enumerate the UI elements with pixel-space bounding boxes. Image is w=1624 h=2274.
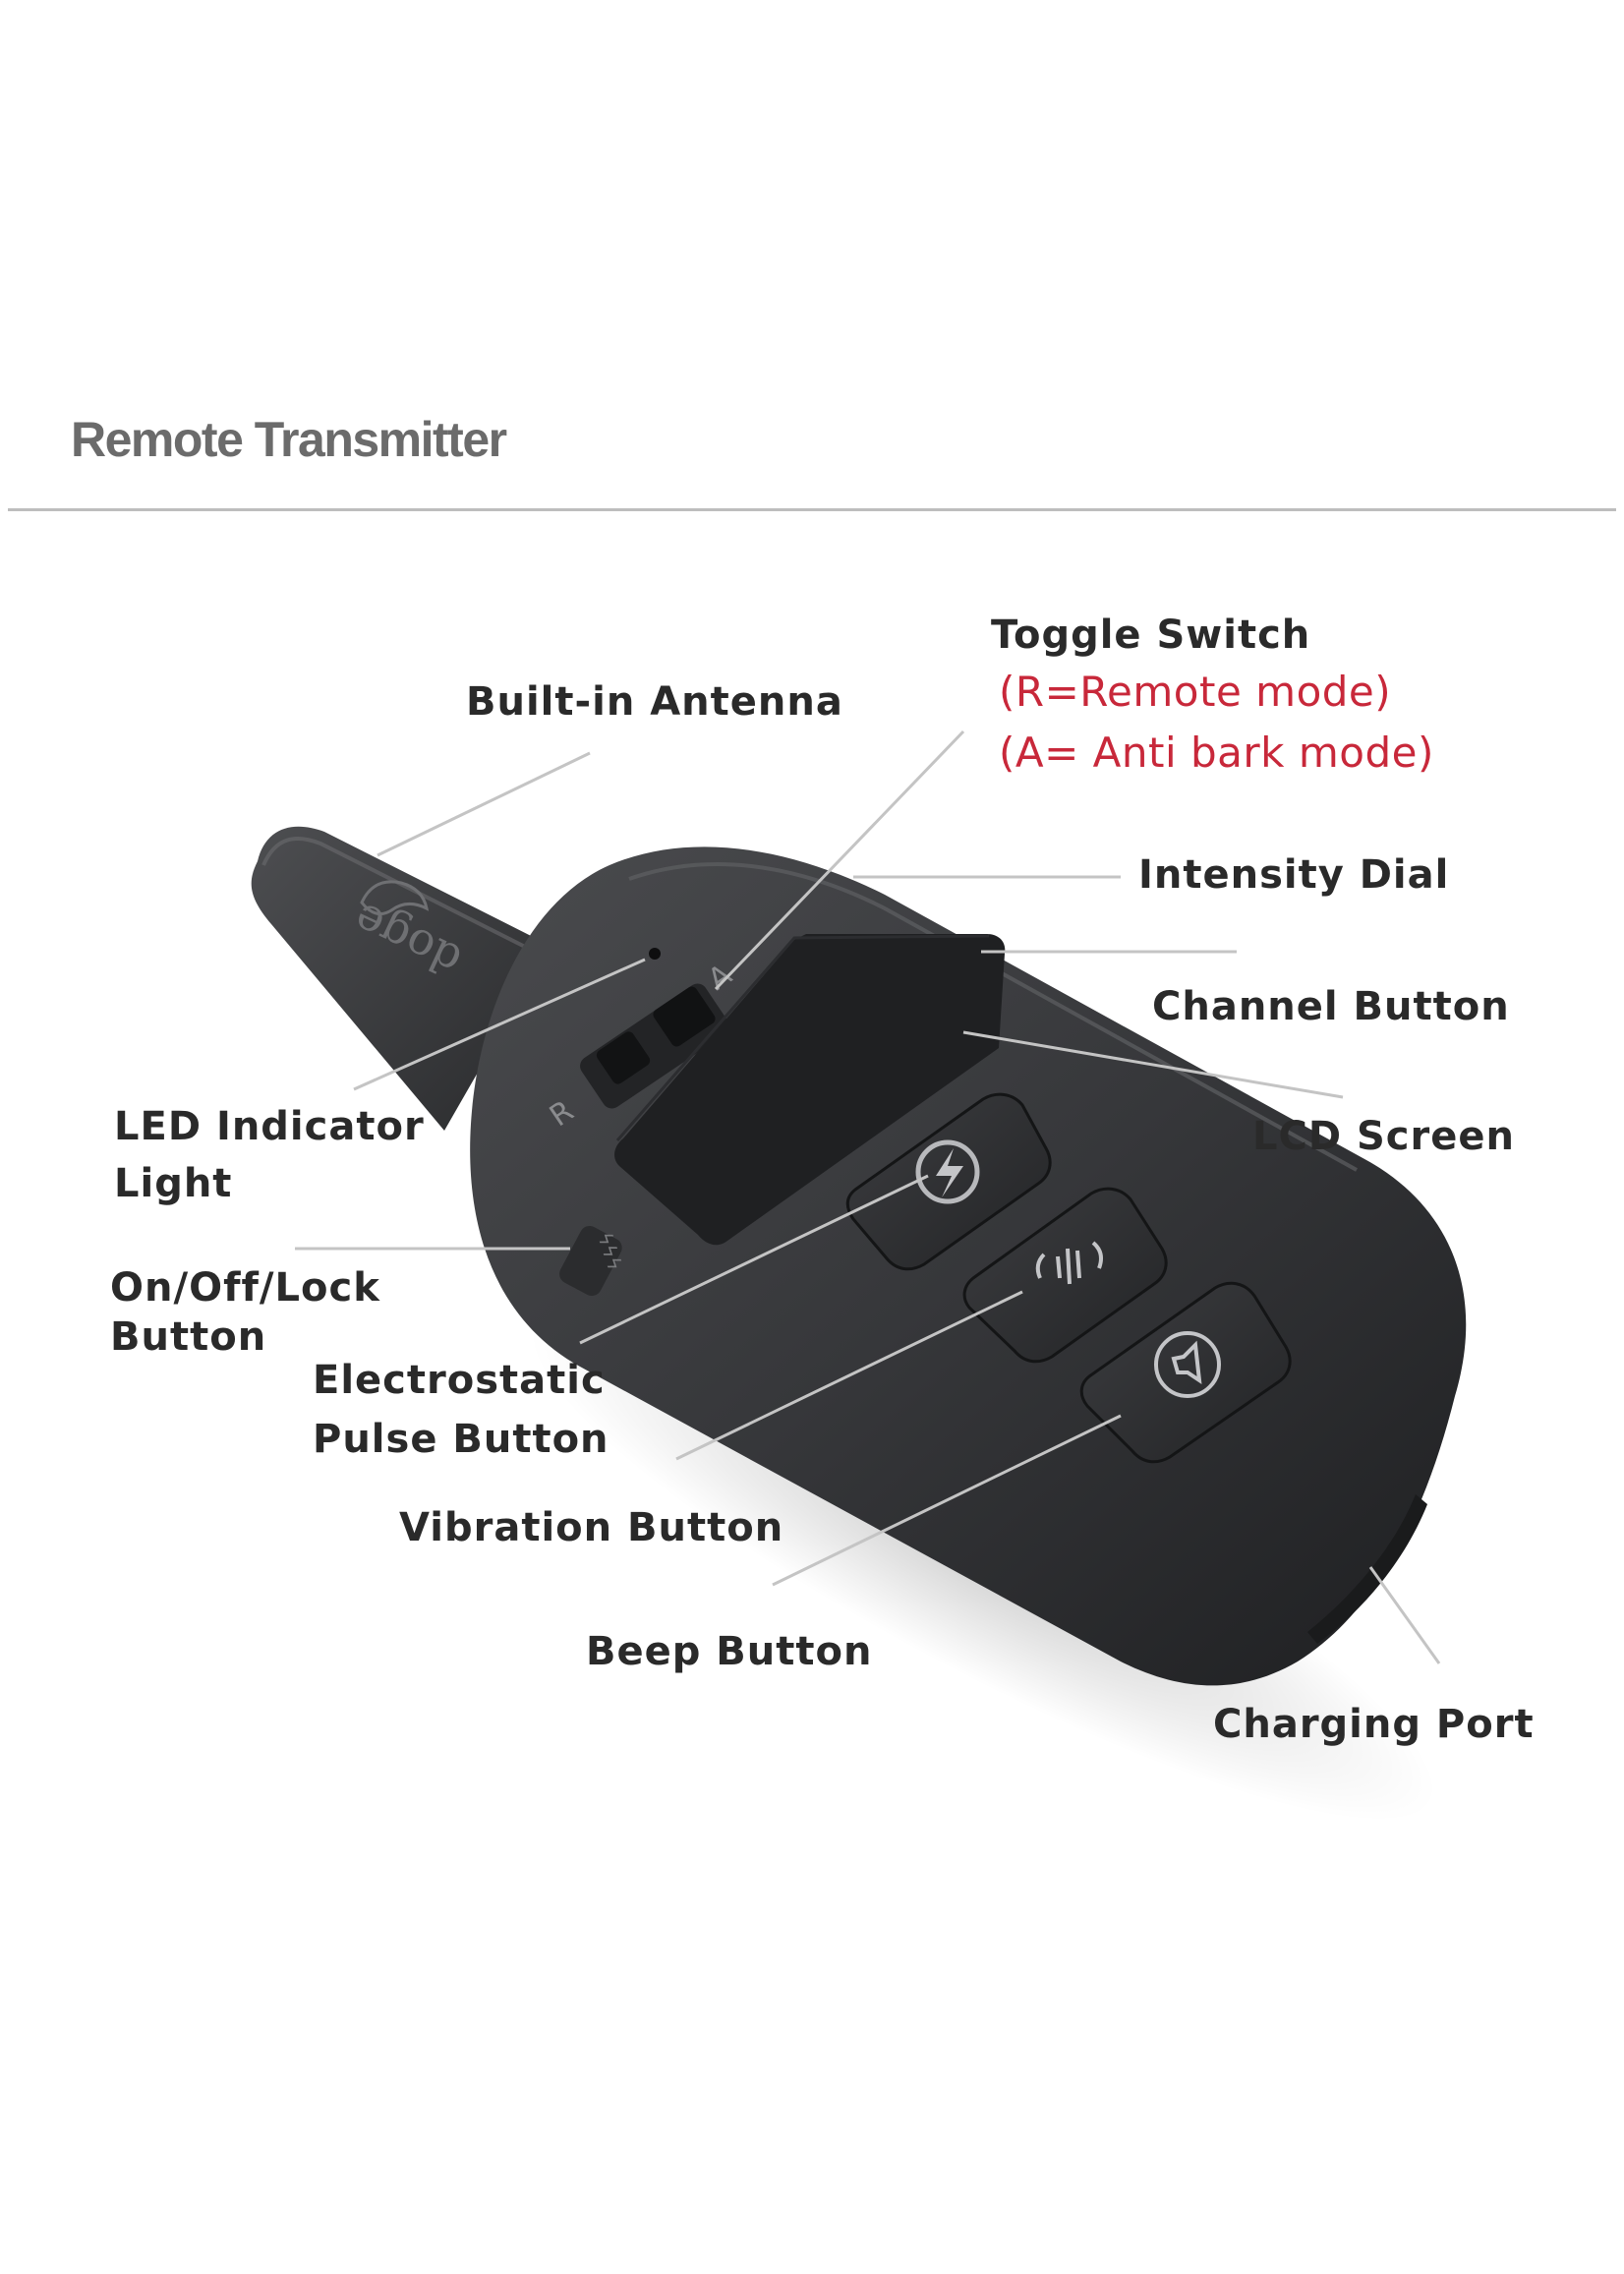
label-on-off-lock-line2: Button [110, 1314, 267, 1360]
leader-beep [772, 1414, 1122, 1587]
leader-pulse [579, 1174, 929, 1345]
vibration-button[interactable] [962, 1187, 1168, 1364]
hand-logo-icon [360, 880, 430, 916]
beep-button[interactable] [1079, 1281, 1292, 1464]
label-on-off-lock-line1: On/Off/Lock [110, 1265, 380, 1311]
leader-charging [1368, 1566, 1441, 1664]
label-lcd-screen: LCD Screen [1252, 1114, 1515, 1159]
leader-led [353, 958, 646, 1091]
label-pulse-line2: Pulse Button [313, 1417, 609, 1462]
label-charging-port: Charging Port [1213, 1702, 1535, 1747]
label-led-indicator-line1: LED Indicator [114, 1104, 425, 1149]
label-pulse-line1: Electrostatic [313, 1358, 606, 1403]
led-indicator [649, 948, 661, 960]
title-divider [8, 508, 1616, 511]
label-built-in-antenna: Built-in Antenna [466, 679, 843, 725]
label-toggle-a-mode: (A= Anti bark mode) [999, 729, 1434, 777]
charging-port [1307, 1494, 1427, 1644]
page-title: Remote Transmitter [71, 412, 507, 467]
leader-lcd [962, 1030, 1344, 1099]
vibration-icon [1035, 1241, 1103, 1285]
lightning-icon [915, 1139, 980, 1204]
leader-vibration [675, 1290, 1023, 1461]
leader-lines [295, 729, 1441, 1664]
label-intensity-dial: Intensity Dial [1138, 852, 1450, 898]
leader-toggle [714, 729, 965, 991]
lcd-screen [614, 934, 1006, 1246]
label-channel-button: Channel Button [1152, 984, 1510, 1029]
label-led-indicator-line2: Light [114, 1161, 233, 1206]
label-beep-button: Beep Button [586, 1629, 873, 1674]
on-off-lock-switch[interactable] [556, 1222, 626, 1299]
label-toggle-switch: Toggle Switch [991, 612, 1311, 658]
leader-antenna [377, 751, 591, 857]
speaker-icon [1154, 1331, 1221, 1398]
antenna: doge [251, 826, 551, 1131]
label-toggle-r-mode: (R=Remote mode) [999, 668, 1392, 716]
label-vibration-button: Vibration Button [399, 1505, 784, 1550]
